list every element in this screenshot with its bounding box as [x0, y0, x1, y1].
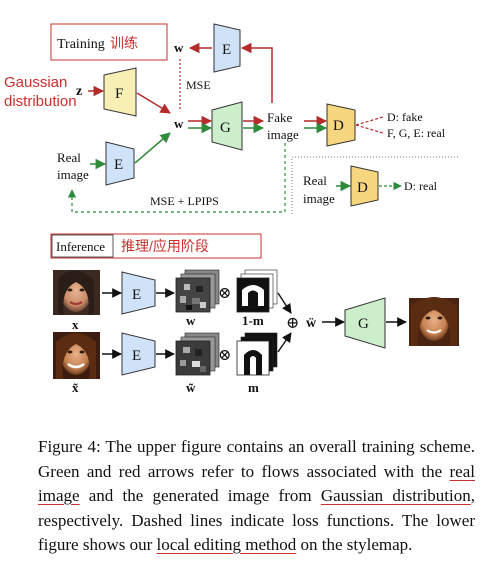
- d-real-label: D: real: [404, 179, 438, 193]
- E1-label: E: [132, 287, 141, 303]
- gaussian-label-line1: Gaussian: [4, 74, 67, 91]
- E-top-label: E: [222, 42, 231, 58]
- encoder-E2: [121, 332, 156, 376]
- x-tilde-label: x̃: [72, 380, 79, 395]
- m-label: m: [248, 380, 259, 395]
- E-mid-label: E: [114, 157, 123, 173]
- E2-label: E: [132, 348, 141, 364]
- face-x-image: [53, 270, 100, 315]
- inference-title-cn: 推理/应用阶段: [121, 238, 209, 254]
- caption-text-1: Figure 4: The upper figure contains an o…: [38, 437, 475, 481]
- x-label: x: [72, 317, 79, 332]
- fake-image-line2: image: [267, 127, 299, 142]
- generator-G-inference: [344, 297, 386, 349]
- real2-image-line2: image: [303, 191, 335, 206]
- top-to-oplus-arrow: [277, 292, 292, 314]
- mask-one-minus-m: [236, 269, 278, 313]
- mse-lpips-loss-path: [67, 143, 286, 213]
- caption-text-3: , respectively. Dashed lines indicate lo…: [38, 486, 475, 554]
- output-face-image: [409, 297, 459, 346]
- face-x-tilde-image: [53, 332, 100, 379]
- w-mid-label: w: [174, 116, 184, 131]
- d-fake-label: D: fake: [387, 110, 423, 124]
- D-label: D: [333, 118, 344, 134]
- real-image-line1: Real: [57, 150, 81, 165]
- real2-image-line1: Real: [303, 173, 327, 188]
- generator-G: [211, 101, 243, 151]
- otimes-top: ⊗: [218, 285, 231, 302]
- D-real-dashed: [355, 124, 384, 134]
- training-title: Training: [57, 37, 105, 52]
- training-title-box: [50, 23, 168, 61]
- oplus-symbol: ⊕: [286, 315, 299, 332]
- G-inference-label: G: [358, 316, 369, 332]
- F-label: F: [115, 86, 123, 102]
- stylemap-w-tilde: [175, 332, 220, 376]
- w-ddot-label: ẅ: [306, 316, 317, 331]
- encoder-E1: [121, 271, 156, 315]
- D2-label: D: [357, 180, 368, 196]
- caption-underline-local-editing: local editing method: [156, 535, 297, 554]
- mask-m: [236, 332, 278, 376]
- discriminator-D2: [350, 165, 379, 207]
- D-fake-dashed: [355, 116, 384, 126]
- mapping-network-F: [103, 67, 137, 117]
- z-label: z: [76, 84, 82, 99]
- fake-to-E-top-arrow: [240, 42, 273, 103]
- inference-section: Inference 推理/应用阶段 x x̃ E E: [50, 233, 459, 395]
- inference-title: Inference: [56, 239, 105, 254]
- bottom-to-oplus-arrow: [277, 332, 292, 353]
- G-label: G: [220, 120, 231, 136]
- real-D-dotted-frame: [291, 156, 458, 214]
- caption-text-4: on the stylemap.: [296, 535, 413, 554]
- fake-image-line1: Fake: [267, 110, 293, 125]
- F-to-w-arrow: [136, 92, 171, 114]
- one-minus-m-label: 1-m: [242, 313, 264, 328]
- E-to-w-green-arrow: [134, 132, 171, 164]
- fge-real-label: F, G, E: real: [387, 126, 446, 140]
- discriminator-D: [326, 103, 356, 147]
- w-label: w: [186, 313, 196, 328]
- mse-label: MSE: [186, 78, 211, 92]
- caption-underline-gaussian: Gaussian distribution: [320, 486, 471, 505]
- caption-underline-real-image: real image: [38, 461, 475, 506]
- training-title-cn: 训练: [110, 35, 138, 51]
- mse-lpips-label: MSE + LPIPS: [150, 194, 219, 208]
- real-image-line2: image: [57, 167, 89, 182]
- w-top-label: w: [174, 40, 184, 55]
- figure-caption: Figure 4: The upper figure contains an o…: [38, 435, 475, 558]
- caption-text-2: and the generated image from: [79, 486, 321, 505]
- encoder-E-top: [213, 23, 241, 73]
- stylemap-w: [175, 269, 220, 313]
- w-tilde-label: w̃: [186, 380, 196, 395]
- gaussian-label-line2: distribution: [4, 93, 77, 110]
- otimes-bottom: ⊗: [218, 347, 231, 364]
- inference-title-inner-box: [51, 234, 114, 258]
- encoder-E-mid: [105, 141, 135, 186]
- training-section: Training 训练 Gaussian distribution z F E …: [4, 23, 458, 214]
